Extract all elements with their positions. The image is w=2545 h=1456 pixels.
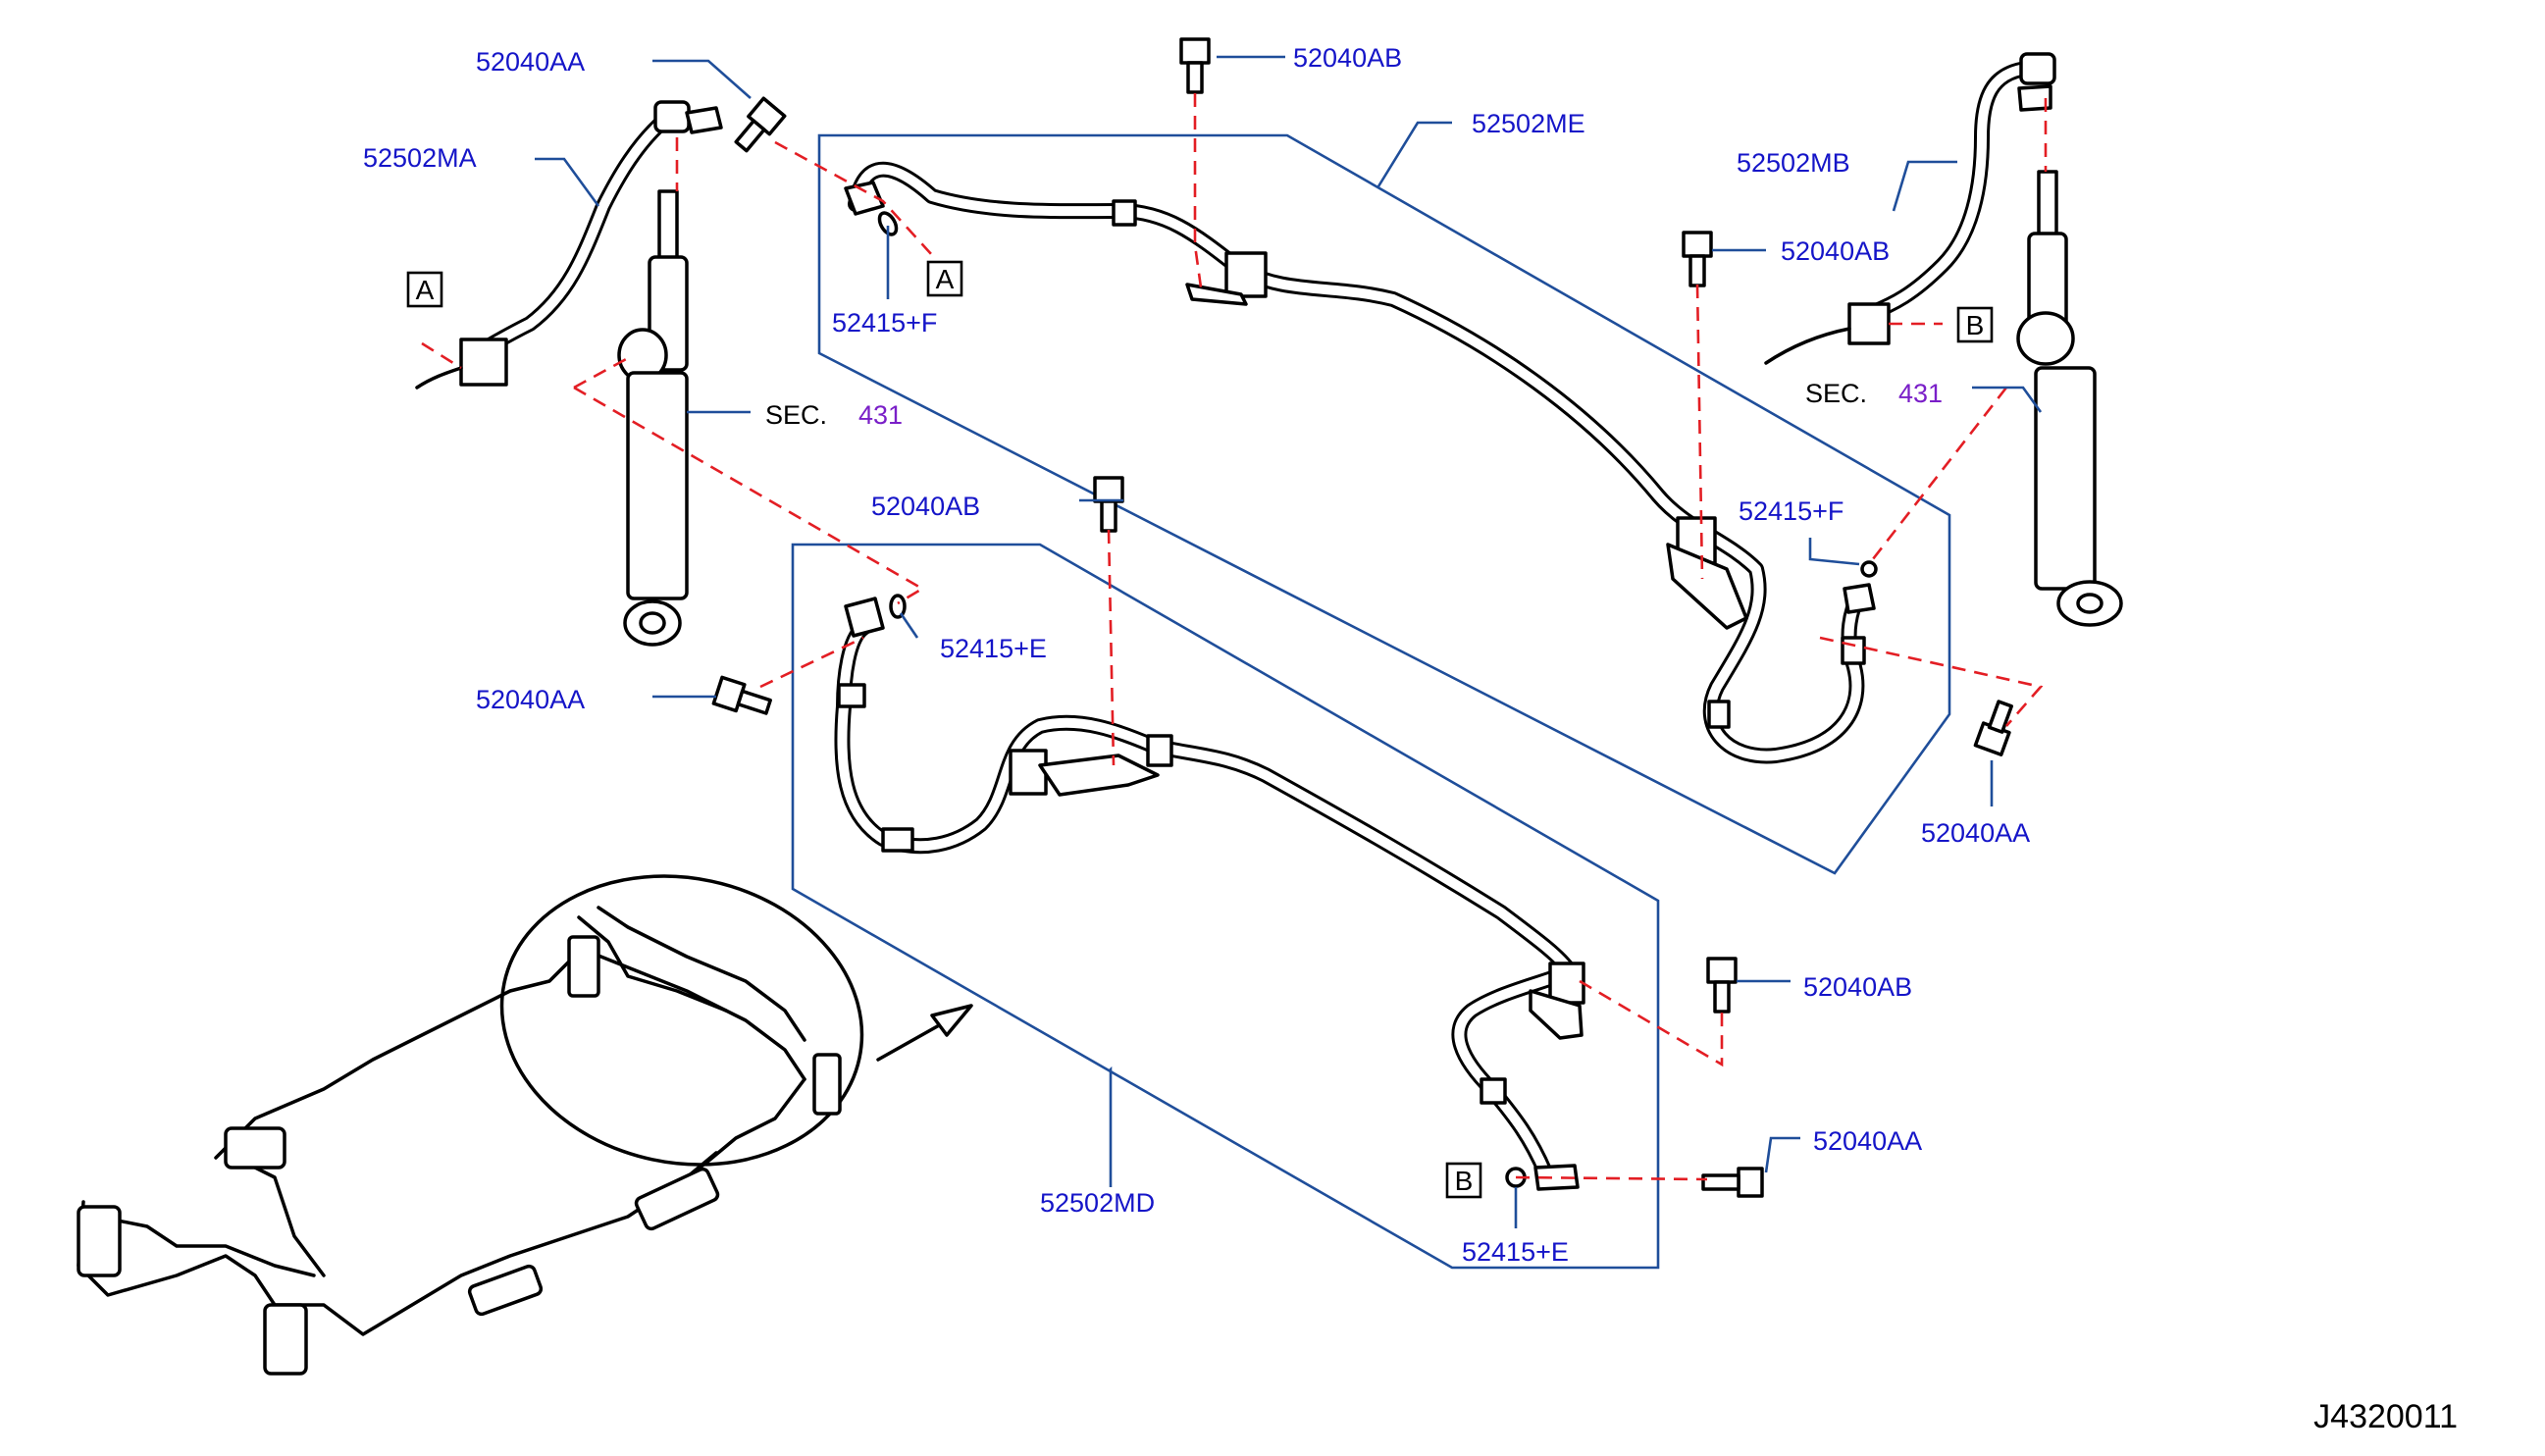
bolt-52040AA-right (1973, 700, 2014, 756)
hose-ferrule-end (1841, 636, 1866, 665)
bracket-lower (1529, 989, 1584, 1040)
hose-fitting-top-left (653, 100, 691, 133)
o-ring-lower-left (889, 594, 907, 619)
shock-absorber-right (2016, 170, 2123, 627)
ref-marker-b-right: B (1956, 306, 1994, 343)
o-ring-upper-left (877, 211, 899, 236)
overview-shock-left-rear (77, 1205, 122, 1277)
hose-ferrule-bottom (881, 827, 914, 853)
ref-marker-a-left: A (406, 271, 443, 308)
vehicle-overview (77, 874, 973, 1376)
hose-ferrule-end-lower (1480, 1077, 1507, 1105)
hose-fitting-bottom-right (1847, 302, 1891, 345)
hose-ferrule-lower (1707, 700, 1731, 729)
hose-fitting-bottom-left (459, 338, 508, 387)
section-ref-prefix-left: SEC. (765, 400, 827, 430)
detail-callout-ellipse (499, 874, 864, 1167)
callout-52415F-right: 52415+F (1739, 496, 1844, 526)
bracket-upper (1185, 283, 1248, 306)
callout-52040AA-lower: 52040AA (1813, 1126, 1922, 1156)
callout-52040AA-left: 52040AA (476, 685, 585, 714)
bolt-52040AA-top (734, 96, 787, 153)
bolt-52040AB-lower (1706, 957, 1738, 1014)
callout-52415E-top: 52415+E (940, 634, 1047, 663)
callout-52040AA-right: 52040AA (1921, 818, 2030, 848)
section-ref-prefix-right: SEC. (1805, 379, 1867, 408)
shock-absorber-left (617, 189, 689, 647)
hose-bracket-right (2017, 84, 2052, 112)
shock-lower-body-right (2034, 366, 2097, 591)
shock-rod-left (657, 189, 679, 262)
hose-52502MA (415, 100, 723, 390)
hose-clamp-lower-right (1548, 962, 1585, 1005)
callout-52415F-left: 52415+F (832, 308, 937, 338)
hose-assembly-52502ME (844, 161, 1876, 764)
bolt-52040AA-left (711, 675, 772, 715)
callout-52502MD: 52502MD (1040, 1188, 1155, 1218)
callout-52040AB-top: 52040AB (1293, 43, 1402, 73)
callout-52040AB-mid: 52040AB (871, 492, 980, 521)
svg-text:A: A (936, 264, 955, 294)
callout-52502ME: 52502ME (1472, 109, 1585, 138)
callout-52502MB: 52502MB (1737, 148, 1850, 178)
shock-bump-stop-right (2016, 311, 2075, 366)
bolt-52040AB-right (1682, 231, 1713, 287)
hose-ferrule-left (837, 683, 866, 708)
bracket-right (1666, 543, 1748, 630)
hose-bracket-tab (685, 106, 723, 134)
shock-rod-right (2037, 170, 2058, 237)
bracket-mid (1038, 754, 1160, 797)
callout-52040AB-lower: 52040AB (1803, 972, 1912, 1002)
hose-fitting-left (844, 181, 885, 216)
hose-fitting-top (844, 597, 885, 638)
overview-shock-top-left (567, 935, 600, 998)
overview-valve-front (467, 1264, 544, 1317)
bolt-52040AA-lower (1701, 1167, 1764, 1198)
hose-assembly-52502MD (834, 597, 1585, 1191)
callout-52040AB-right: 52040AB (1781, 236, 1890, 266)
hose-clamp-mid (1146, 734, 1173, 767)
hose-fitting-right (1843, 583, 1876, 614)
hose-clamp-left (1009, 749, 1048, 796)
ref-marker-b-lower: B (1445, 1162, 1482, 1199)
detail-arrow-head (930, 1004, 973, 1037)
o-ring-upper-right (1860, 560, 1878, 578)
diagram-id: J4320011 (2313, 1398, 2458, 1435)
hose-fitting-top-right (2019, 52, 2056, 85)
hose-fitting-bottom (1533, 1164, 1580, 1191)
bolt-52040AB-mid (1093, 476, 1124, 533)
callout-52415E-bottom: 52415+E (1462, 1237, 1569, 1267)
bolt-52040AB-top (1179, 37, 1211, 94)
section-ref-number-right: 431 (1898, 379, 1943, 408)
svg-text:B: B (1455, 1166, 1474, 1196)
group-box-52502ME (817, 133, 1951, 875)
leader-lines (535, 55, 2043, 1228)
callout-52502MA: 52502MA (363, 143, 477, 173)
svg-text:A: A (416, 275, 435, 305)
hose-52502MB (1764, 52, 2056, 365)
hose-clamp-upper (1224, 251, 1268, 298)
group-box-52502MD (791, 543, 1660, 1270)
callout-52040AA-top: 52040AA (476, 47, 585, 77)
overview-shock-left-front (263, 1303, 308, 1376)
overview-shock-top-right (812, 1053, 842, 1116)
dashed-connections (421, 93, 2048, 1181)
overview-valve-left (224, 1126, 286, 1170)
hose-ferrule (1112, 199, 1137, 227)
ref-marker-a-top: A (926, 260, 963, 297)
svg-text:B: B (1966, 310, 1985, 340)
section-ref-number-left: 431 (858, 400, 903, 430)
shock-lower-body-left (626, 371, 689, 600)
overview-accumulator (634, 1167, 720, 1231)
